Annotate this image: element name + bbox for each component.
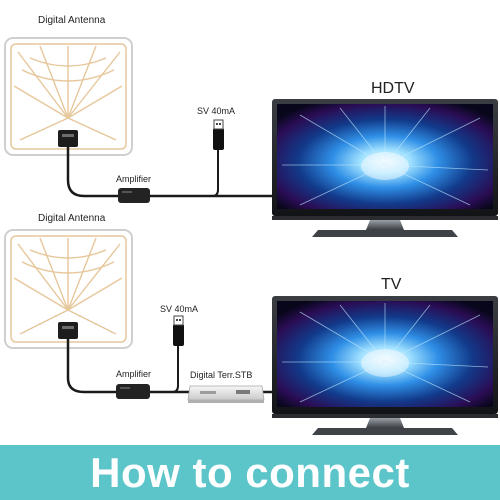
bottom-usb-plug-icon [173, 315, 184, 346]
banner-title: How to connect [90, 448, 410, 496]
bottom-tv-label: TV [381, 276, 402, 293]
bottom-amplifier-icon [116, 384, 150, 399]
top-antenna-label: Digital Antenna [38, 15, 106, 26]
top-power-label: SV 40mA [197, 106, 235, 116]
bottom-antenna-label: Digital Antenna [38, 213, 106, 224]
stb-label: Digital Terr.STB [190, 370, 252, 380]
top-cables [66, 145, 274, 198]
top-amplifier-icon [118, 188, 150, 203]
how-to-connect-banner: How to connect [0, 445, 500, 500]
top-usb-plug-icon [213, 119, 224, 150]
bottom-antenna-icon [4, 229, 133, 349]
bottom-scene: Digital Antenna SV 40mA [4, 213, 498, 435]
top-tv-label: HDTV [371, 80, 415, 97]
tv-icon [272, 296, 498, 435]
hdtv-icon [272, 99, 498, 237]
bottom-amplifier-label: Amplifier [116, 369, 151, 379]
set-top-box-icon [187, 385, 265, 403]
top-scene: Digital Antenna SV 40 [4, 15, 498, 237]
top-antenna-icon [4, 37, 133, 156]
top-amplifier-label: Amplifier [116, 174, 151, 184]
bottom-power-label: SV 40mA [160, 304, 198, 314]
